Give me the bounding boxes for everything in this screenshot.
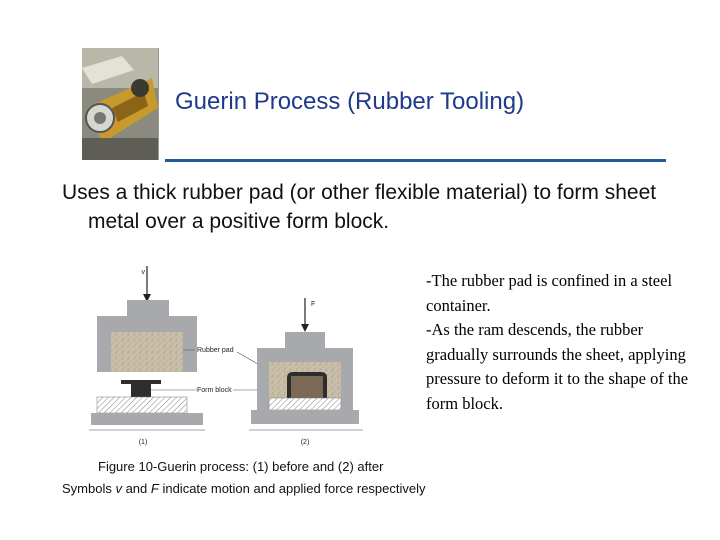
symbol-v: v	[115, 481, 122, 496]
label-rubber-pad: Rubber pad	[197, 347, 234, 354]
label-step1: (1)	[139, 439, 148, 446]
label-form-block: Form block	[197, 387, 232, 394]
slide-title: Guerin Process (Rubber Tooling)	[175, 88, 525, 115]
caption-text: Symbols	[62, 481, 116, 496]
label-F: F	[311, 301, 315, 308]
stage-before: v (1)	[89, 266, 205, 446]
label-step2: (2)	[301, 439, 310, 446]
stage-after: F (2)	[249, 298, 363, 446]
form-block-2	[291, 376, 323, 398]
symbol-F: F	[150, 481, 159, 496]
guerin-process-figure: v (1) Rubber pad Form block F	[89, 266, 363, 446]
rubber-pad	[111, 332, 183, 372]
side-notes: -The rubber pad is confined in a steel c…	[426, 269, 706, 416]
note-item: -The rubber pad is confined in a steel c…	[426, 271, 673, 315]
caption-text: and	[121, 481, 151, 496]
figure-caption: Figure 10‑Guerin process: (1) before and…	[98, 459, 384, 474]
sheet-metal	[121, 380, 161, 384]
body-text: Uses a thick rubber pad (or other flexib…	[62, 181, 657, 233]
note-item: -As the ram descends, the rubber gradual…	[426, 320, 689, 413]
figure-caption-symbols: Symbols v and F indicate motion and appl…	[62, 481, 426, 496]
tooling-photo	[82, 48, 159, 160]
label-v: v	[142, 269, 146, 276]
form-block	[131, 384, 151, 397]
caption-text: indicate motion and applied force respec…	[158, 481, 426, 496]
title-divider	[165, 159, 666, 162]
